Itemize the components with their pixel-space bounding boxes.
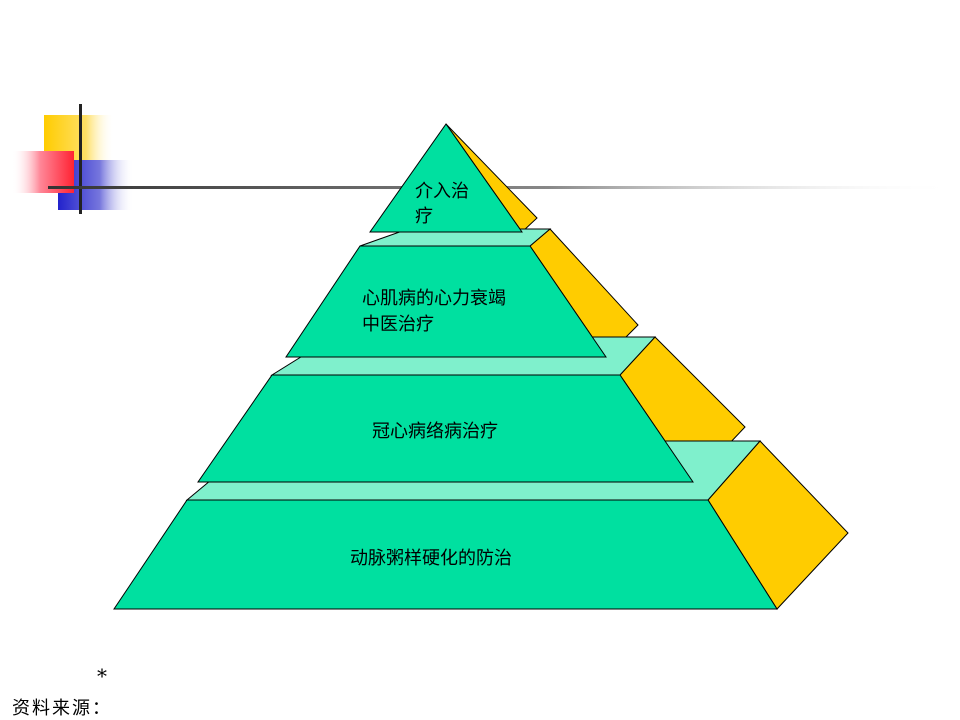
tier-3-label: 冠心病络病治疗: [372, 421, 498, 442]
pyramid-front-faces: [113, 123, 778, 610]
footer-marker: *: [97, 664, 107, 688]
tier-2-label: 心肌病的心力衰竭 中医治疗: [362, 288, 512, 335]
tier-4-front-face: [113, 499, 778, 610]
tier-1-front-face: [369, 123, 523, 233]
tier-2-label-line-1: 心肌病的心力衰竭: [362, 288, 506, 309]
tier-3-label-line-1: 冠心病络病治疗: [372, 421, 498, 442]
tier-1-label-line-1: 介入治: [415, 181, 469, 202]
tier-2-label-line-2: 中医治疗: [362, 314, 434, 335]
tier-1-label-line-2: 疗: [415, 206, 433, 227]
tier-2-front-face: [285, 245, 607, 358]
tier-1-label: 介入治 疗: [415, 181, 475, 227]
footer-source-label: 资料来源：: [12, 698, 112, 719]
tier-4-label-line-1: 动脉粥样硬化的防治: [350, 548, 512, 569]
tier-3-front-face: [197, 374, 694, 483]
pyramid-labels: 介入治 疗 心肌病的心力衰竭 中医治疗 冠心病络病治疗 动脉粥样硬化的防治: [350, 181, 512, 569]
deco-vertical-line: [79, 104, 82, 214]
tier-4-label: 动脉粥样硬化的防治: [350, 548, 512, 569]
